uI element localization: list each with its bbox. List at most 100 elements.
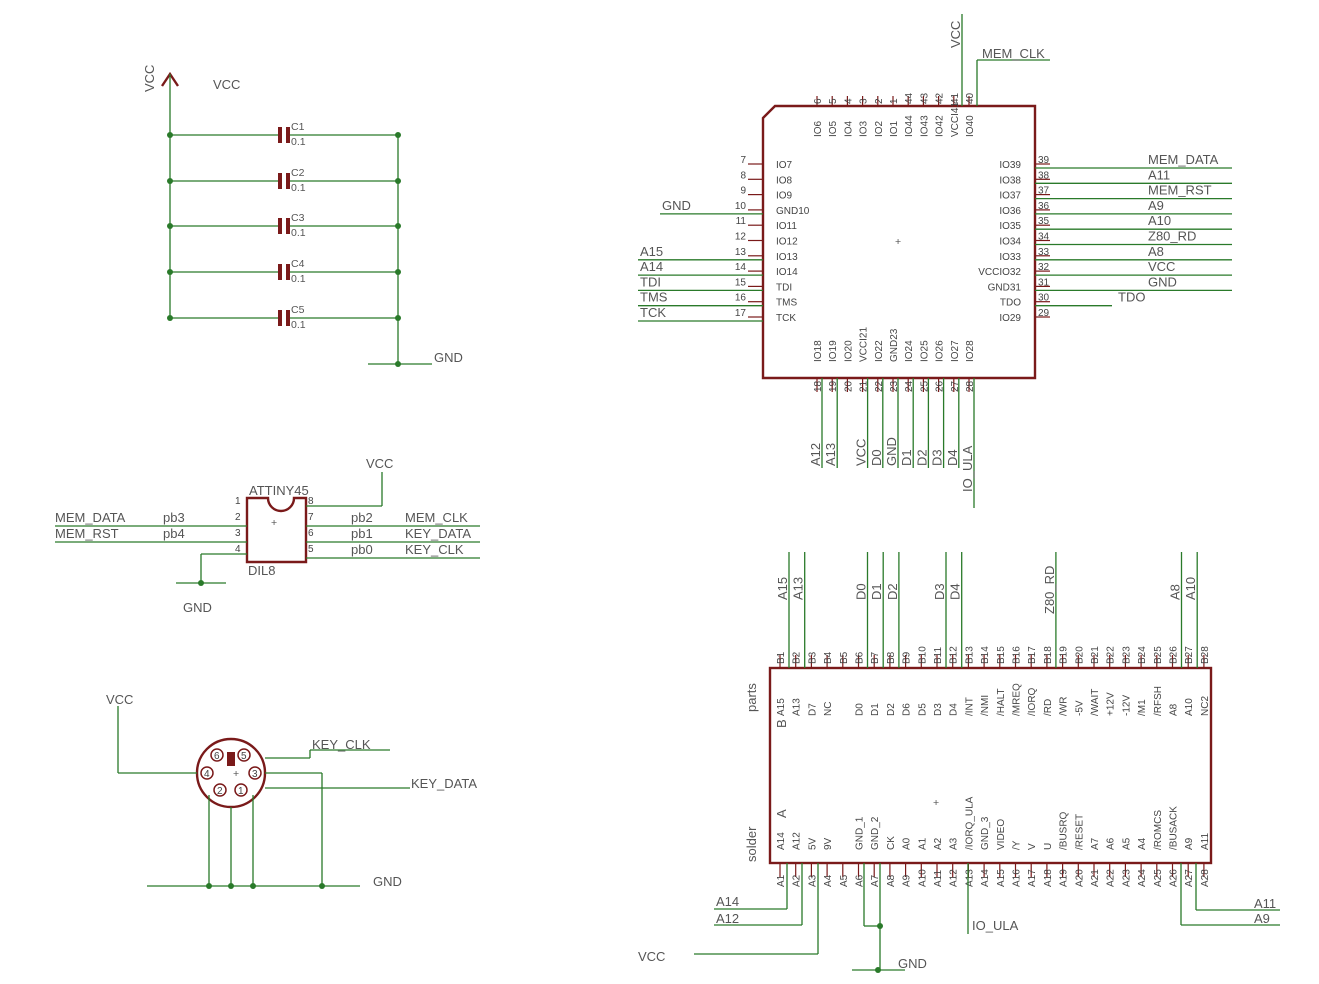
- pin-name: TDI: [776, 282, 792, 293]
- net-label: MEM_RST: [55, 526, 119, 541]
- net-label: D3: [932, 583, 947, 600]
- net-label: D4: [945, 449, 960, 466]
- pin-number: 19: [828, 380, 839, 392]
- pin-number: A20: [1074, 869, 1085, 887]
- pin-number: 7: [740, 155, 746, 166]
- pin-name: V: [1027, 843, 1038, 850]
- pin-name: 9V: [823, 837, 834, 850]
- edge-pin-a17: A17 V: [1027, 843, 1038, 887]
- pin-number: 2: [235, 512, 241, 523]
- pin-name: TCK: [776, 313, 796, 324]
- pin-name: D6: [902, 703, 913, 716]
- capacitor-name: C3: [291, 212, 305, 224]
- pin-number: A18: [1043, 869, 1054, 887]
- pin-name: A6: [1106, 837, 1117, 850]
- vcc-bus-label: VCC: [213, 77, 240, 92]
- pin-name: VCCIO32: [978, 267, 1021, 278]
- pin-name: A8: [1169, 703, 1180, 716]
- edge-pin-b25: B25/RFSH: [1153, 646, 1164, 716]
- capacitor-value: 0.1: [291, 136, 306, 148]
- pin-name: -5V: [1074, 700, 1085, 716]
- pin-number: B3: [807, 651, 818, 664]
- pin-name: IO37: [999, 191, 1021, 202]
- cpld-top-vcc-label: VCC: [948, 21, 963, 48]
- pin-number: 14: [735, 262, 747, 273]
- edge-pin-a25: A25/ROMCS: [1153, 810, 1164, 887]
- pin-name: IO13: [776, 252, 798, 263]
- net-label-vcc: VCC: [638, 949, 665, 964]
- pin-number: 44: [904, 92, 915, 104]
- pin-name: IO36: [999, 206, 1021, 217]
- pin-number: A2: [792, 874, 803, 887]
- capacitor-name: C5: [291, 304, 305, 316]
- ps2-pin-number: 2: [217, 786, 223, 797]
- capacitor-c3: C30.1: [167, 212, 401, 239]
- pin-name: A2: [933, 837, 944, 850]
- pin-number: 30: [1038, 293, 1050, 304]
- edge-pin-a13: A13/IORQ_ULA: [964, 796, 975, 887]
- pin-name: /WR: [1059, 697, 1070, 716]
- net-label-a11: A11: [1254, 896, 1276, 911]
- attiny45-name: ATTINY45: [249, 483, 309, 498]
- port-label: pb4: [163, 526, 185, 541]
- pin-name: D0: [855, 703, 866, 716]
- ps2-data-label: KEY_DATA: [411, 776, 477, 791]
- cpld-top-memclk-label: MEM_CLK: [982, 46, 1045, 61]
- pin-number: A22: [1106, 869, 1117, 887]
- cpld-pin-7: 7 IO7: [740, 155, 792, 171]
- pin-number: A19: [1059, 869, 1070, 887]
- pin-name: IO26: [935, 340, 946, 362]
- pin-name: /WAIT: [1090, 689, 1101, 716]
- pin-number: A17: [1027, 869, 1038, 887]
- pin-number: A25: [1153, 869, 1164, 887]
- ps2-pin-icon: [234, 783, 248, 797]
- pin-number: B14: [980, 646, 991, 664]
- pin-name: A0: [902, 837, 913, 850]
- pin-name: +12V: [1106, 692, 1117, 716]
- pin-number: B6: [855, 651, 866, 664]
- pin-name: VIDEO: [996, 819, 1007, 850]
- pin-number: 3: [859, 98, 870, 104]
- net-label: MEM_RST: [1148, 183, 1212, 198]
- pin-name: GND23: [889, 328, 900, 362]
- pin-name: /IORQ_ULA: [964, 796, 975, 850]
- pin-name: IO1: [889, 120, 900, 137]
- pin-number: 8: [740, 170, 746, 181]
- net-label: Z80_RD: [1148, 229, 1196, 244]
- pin-name: IO7: [776, 160, 793, 171]
- pin-name: D2: [886, 703, 897, 716]
- ps2-key-icon: [227, 752, 235, 766]
- pin-number: A14: [980, 869, 991, 887]
- pin-name: /BUSACK: [1169, 806, 1180, 850]
- capacitor-value: 0.1: [291, 273, 306, 285]
- pin-number: 36: [1038, 201, 1050, 212]
- attiny-pin-8: 8: [308, 496, 314, 507]
- pin-number: 24: [904, 380, 915, 392]
- pin-name: A5: [1121, 837, 1132, 850]
- ps2-pin-icon: [200, 766, 214, 780]
- pin-number: A7: [870, 874, 881, 887]
- pin-number: B9: [902, 651, 913, 664]
- pin-name: IO39: [999, 160, 1021, 171]
- ps2-pin-1: 1: [234, 783, 248, 797]
- net-label: A10: [1148, 213, 1171, 228]
- ps2-pin-6: 6: [210, 748, 224, 762]
